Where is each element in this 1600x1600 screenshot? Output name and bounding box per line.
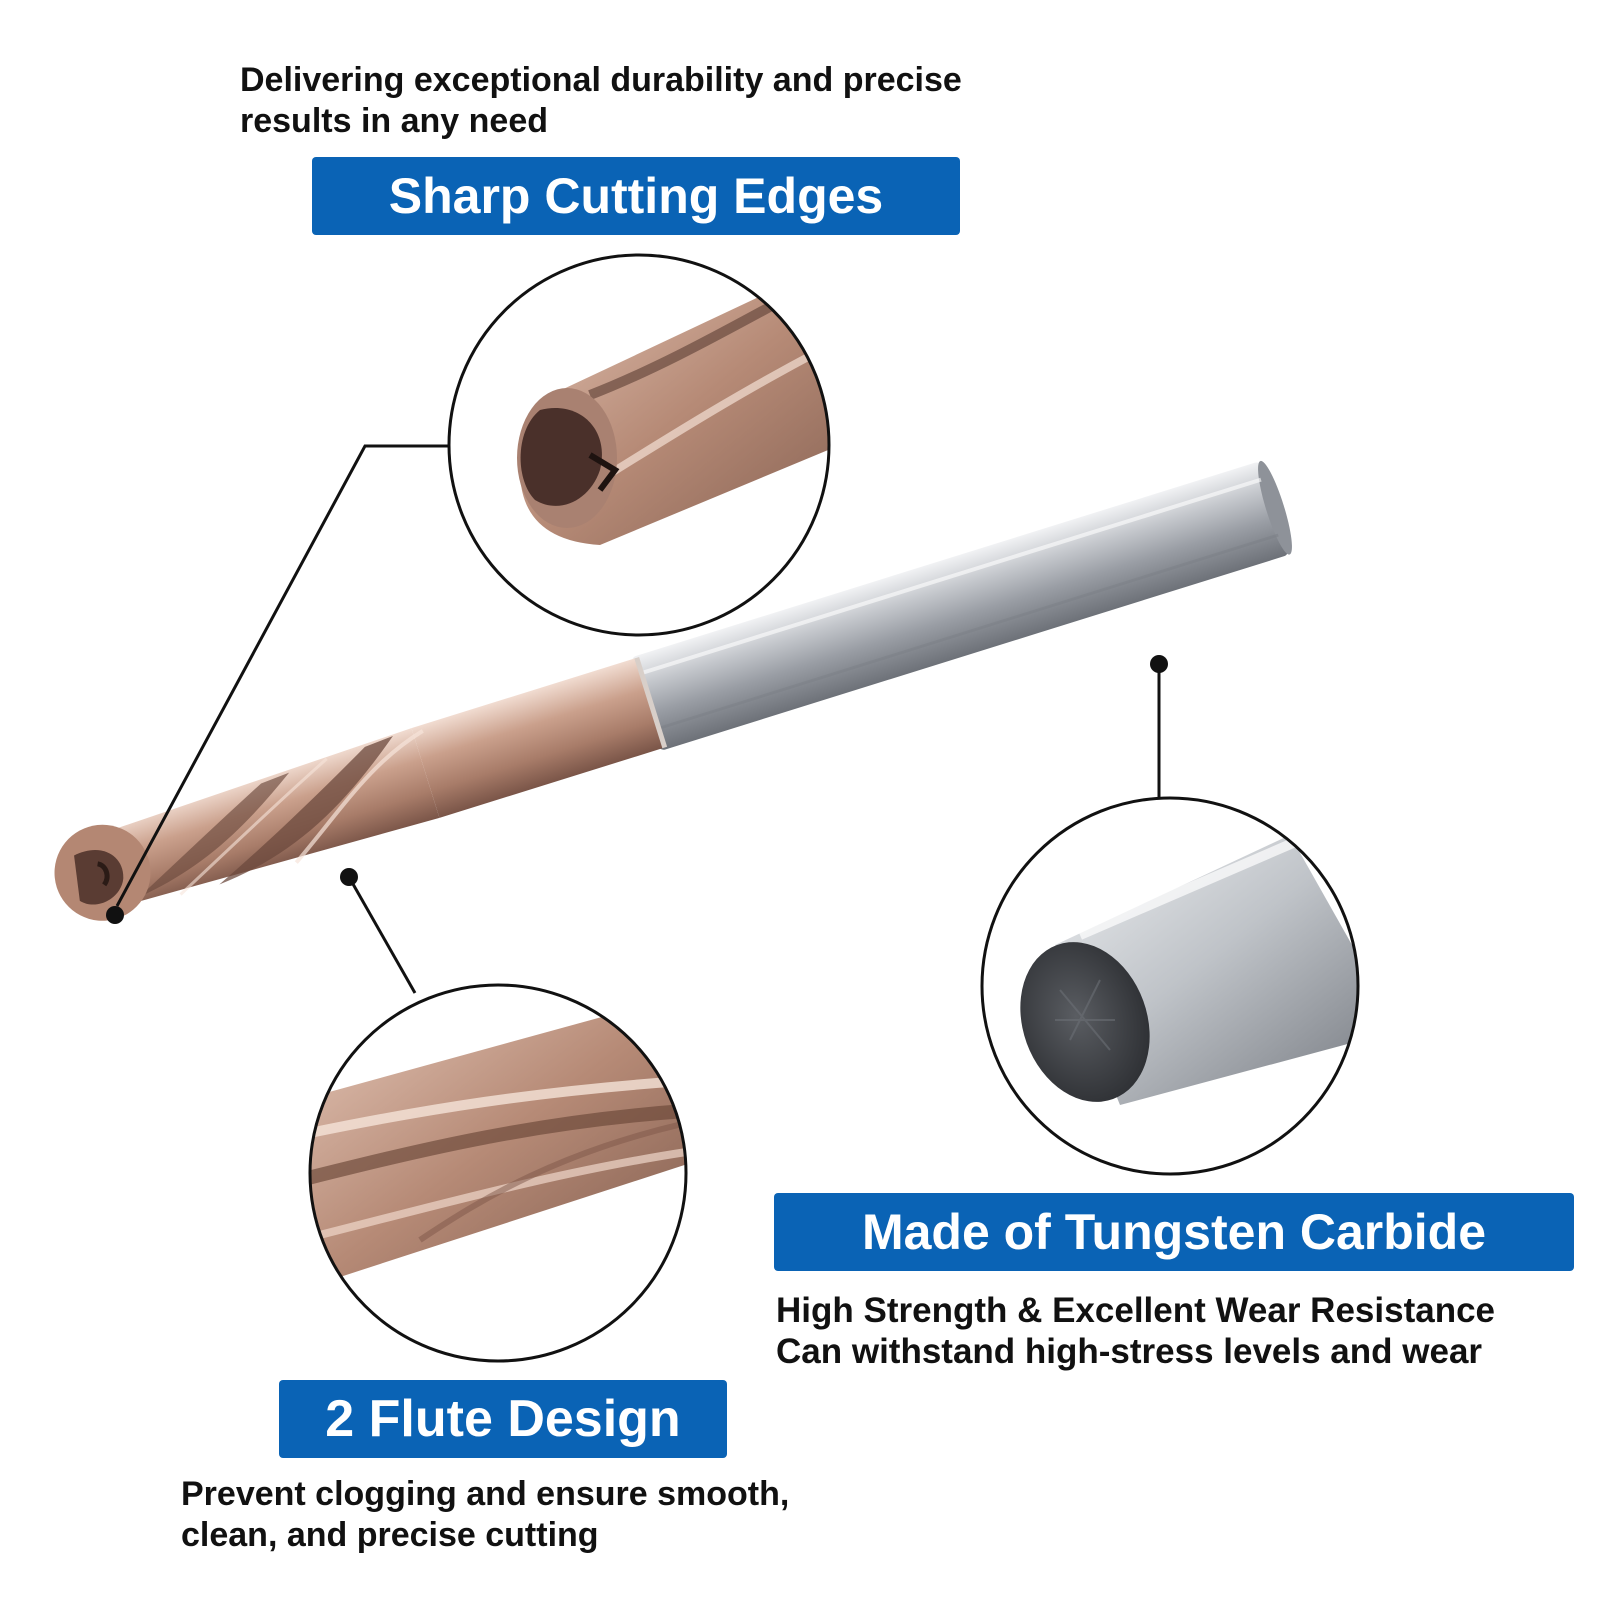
callout-dot-flute: [340, 868, 358, 886]
intro-text: Delivering exceptional durability and pr…: [240, 60, 962, 142]
zoom-flutes: [308, 983, 688, 1363]
callout-lines: [115, 444, 1161, 994]
callout-dot-shank: [1150, 655, 1168, 673]
shank: [631, 462, 1289, 750]
flute-design-banner: 2 Flute Design: [279, 1380, 727, 1458]
zoom-cutting-edge: [447, 253, 831, 637]
flute-line-2: clean, and precise cutting: [181, 1516, 599, 1554]
callout-dot-tip: [106, 906, 124, 924]
carbide-line-2: Can withstand high-stress levels and wea…: [776, 1332, 1483, 1371]
tungsten-carbide-description: High Strength & Excellent Wear Resistanc…: [776, 1290, 1495, 1372]
zoom-shank: [980, 796, 1360, 1176]
intro-line-1: Delivering exceptional durability and pr…: [240, 61, 962, 99]
flute-description: Prevent clogging and ensure smooth, clea…: [181, 1474, 789, 1556]
flute-line-1: Prevent clogging and ensure smooth,: [181, 1475, 790, 1513]
coated-neck: [411, 657, 665, 818]
tungsten-carbide-banner: Made of Tungsten Carbide: [774, 1193, 1574, 1271]
end-mill: [54, 460, 1292, 921]
cutting-edges-banner: Sharp Cutting Edges: [312, 157, 960, 235]
intro-line-2: results in any need: [240, 102, 548, 140]
carbide-line-1: High Strength & Excellent Wear Resistanc…: [776, 1291, 1496, 1330]
